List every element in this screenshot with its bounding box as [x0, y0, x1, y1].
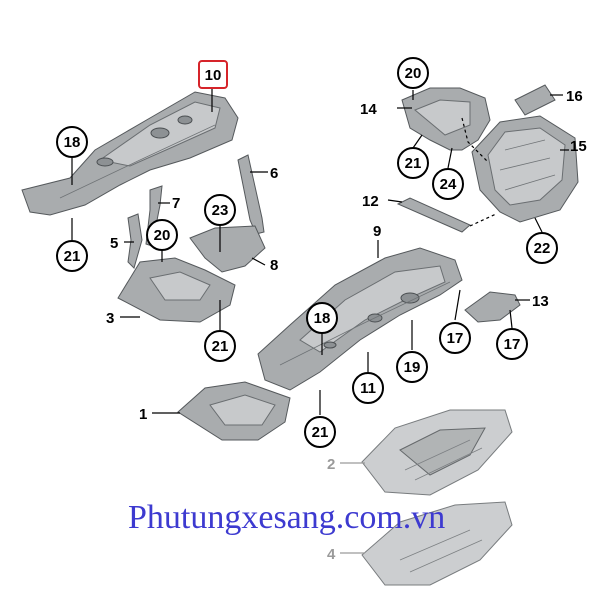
callout-12-label: 12	[362, 193, 379, 210]
callout-24: 24	[432, 168, 464, 200]
part-15-tub	[471, 115, 579, 223]
callout-2-label: 2	[327, 456, 335, 473]
callout-3: 3	[106, 310, 114, 327]
callout-10: 10	[198, 60, 228, 89]
callout-6: 6	[270, 165, 278, 182]
callout-17-right-label: 17	[504, 336, 521, 353]
callout-21-left: 21	[204, 330, 236, 362]
callout-20-left-label: 20	[154, 227, 171, 244]
callout-4: 4	[327, 546, 336, 563]
callout-3-label: 3	[106, 310, 114, 327]
callout-8-label: 8	[270, 257, 278, 274]
callout-11: 11	[352, 372, 384, 404]
part-1-shield	[177, 381, 291, 441]
callout-15: 15	[570, 138, 587, 155]
part-9-centre-underbody-shield	[257, 247, 463, 391]
callout-5: 5	[110, 235, 118, 252]
part-13-bracket	[464, 291, 521, 323]
callout-23: 23	[204, 194, 236, 226]
callout-15-label: 15	[570, 138, 587, 155]
callout-16-label: 16	[566, 88, 583, 105]
part-14-housing	[401, 87, 491, 151]
callout-21-upper-right: 21	[397, 147, 429, 179]
callout-9-label: 9	[373, 223, 381, 240]
callout-19-label: 19	[404, 359, 421, 376]
callout-12: 12	[362, 193, 379, 210]
part-12-strip	[396, 197, 471, 233]
callout-22-label: 22	[534, 240, 551, 257]
callout-6-label: 6	[270, 165, 278, 182]
callout-13: 13	[532, 293, 549, 310]
callout-17-centre-label: 17	[447, 330, 464, 347]
callout-21-front: 21	[56, 240, 88, 272]
part-8-shield	[189, 225, 266, 273]
callout-18-front: 18	[56, 126, 88, 158]
callout-9: 9	[373, 223, 381, 240]
callout-1: 1	[139, 406, 147, 423]
callout-18-front-label: 18	[64, 134, 81, 151]
callout-10-label: 10	[205, 67, 222, 84]
callout-13-label: 13	[532, 293, 549, 310]
callout-5-label: 5	[110, 235, 118, 252]
callout-4-label: 4	[327, 546, 336, 563]
callout-21-bottom: 21	[304, 416, 336, 448]
callout-19: 19	[396, 351, 428, 383]
callout-21-front-label: 21	[64, 248, 81, 265]
callout-2: 2	[327, 456, 335, 473]
part-16-cover	[514, 84, 556, 116]
callout-8: 8	[270, 257, 278, 274]
callout-14: 14	[360, 101, 377, 118]
callout-1-label: 1	[139, 406, 147, 423]
callout-18-centre-label: 18	[314, 310, 331, 327]
part-5-bracket	[127, 213, 143, 269]
callout-20-left: 20	[146, 219, 178, 251]
part-6-bracket	[237, 154, 265, 235]
callout-23-label: 23	[212, 202, 229, 219]
watermark-text: Phutungxesang.com.vn	[128, 499, 445, 536]
callout-16: 16	[566, 88, 583, 105]
callout-7: 7	[172, 195, 180, 212]
part-10-front-underbody-shield	[21, 91, 239, 216]
callout-18-centre: 18	[306, 302, 338, 334]
callout-17-centre: 17	[439, 322, 471, 354]
callout-17-right: 17	[496, 328, 528, 360]
callout-22: 22	[526, 232, 558, 264]
part-4-rear-shield	[361, 501, 513, 586]
leader-lines	[71, 88, 569, 554]
callout-14-label: 14	[360, 101, 377, 118]
part-2-rear-shield	[361, 409, 513, 496]
callout-21-upper-right-label: 21	[405, 155, 422, 172]
part-3-shield	[117, 257, 236, 323]
callout-21-left-label: 21	[212, 338, 229, 355]
callout-24-label: 24	[440, 176, 457, 193]
callout-20-right: 20	[397, 57, 429, 89]
callout-21-bottom-label: 21	[312, 424, 329, 441]
callout-11-label: 11	[360, 380, 376, 397]
callout-20-right-label: 20	[405, 65, 422, 82]
callout-7-label: 7	[172, 195, 180, 212]
